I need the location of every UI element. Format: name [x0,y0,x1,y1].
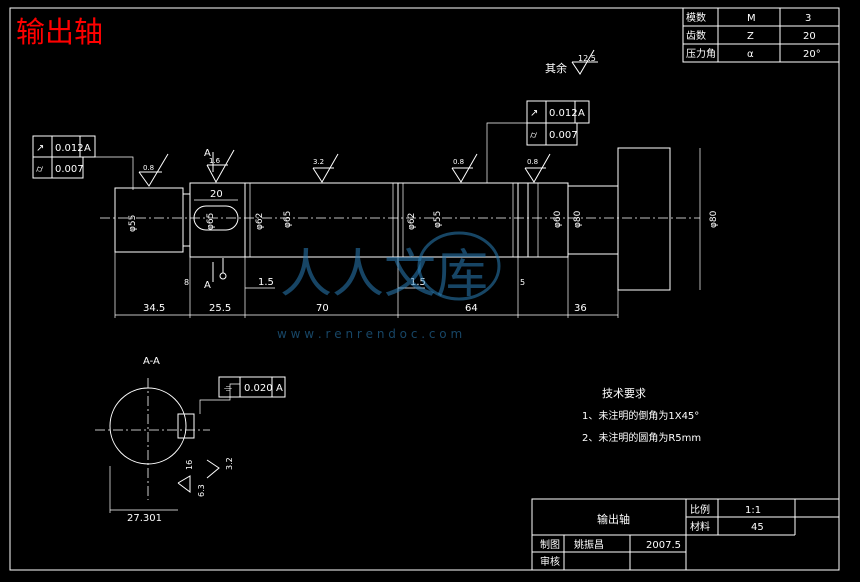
svg-text:0.020: 0.020 [244,383,273,394]
svg-text:φ65: φ65 [206,213,216,230]
svg-text:16: 16 [185,460,194,470]
svg-text:比例: 比例 [690,503,710,516]
tech-requirements: 技术要求 1、未注明的倒角为1X45° 2、未注明的圆角为R5mm [582,387,701,444]
svg-text:φ65: φ65 [283,211,293,228]
svg-text:64: 64 [465,303,478,314]
params-table: 模数 M 3 齿数 Z 20 压力角 α 20° [682,7,840,63]
svg-text:其余: 其余 [545,61,567,75]
svg-text:25.5: 25.5 [209,303,231,314]
title-block: 输出轴 比例 1:1 材料 45 制图 姚振昌 2007.5 审核 [531,498,840,571]
svg-text:⌭: ⌭ [36,164,44,175]
length-dimensions: 34.5 25.5 70 64 36 1.5 1.5 8 5 [114,252,619,318]
param-value: 20 [803,31,816,42]
drawing-border [9,7,840,571]
svg-text:1.5: 1.5 [258,277,274,288]
keyway-dimension: 20 [194,189,238,201]
param-symbol: α [747,49,754,60]
general-roughness: 其余 12.5 [545,49,598,75]
svg-text:5: 5 [520,278,525,287]
svg-text:φ80: φ80 [573,210,583,228]
svg-text:3.2: 3.2 [313,158,324,166]
svg-text:A-A: A-A [143,356,160,367]
svg-text:⌭: ⌭ [530,130,538,141]
svg-text:34.5: 34.5 [143,303,165,314]
section-view: A-A ⌯ 0.020 A 27.301 16 3.2 6.3 [95,356,286,524]
svg-text:0.012: 0.012 [549,108,578,119]
svg-text:0.8: 0.8 [527,158,538,166]
svg-text:材料: 材料 [690,520,710,533]
tolerance-frame-right: ↗ 0.012 A ⌭ 0.007 [486,100,590,183]
svg-text:0.8: 0.8 [453,158,464,166]
param-label: 齿数 [686,29,706,42]
svg-text:φ80: φ80 [709,210,719,228]
svg-text:φ55: φ55 [433,211,443,228]
svg-text:0.012: 0.012 [55,143,84,154]
param-label: 模数 [686,11,706,24]
part-name: 输出轴 [597,512,630,526]
tolerance-frame-left: ↗ 0.012 A ⌭ 0.007 [32,135,134,190]
svg-text:0.007: 0.007 [55,164,84,175]
svg-text:技术要求: 技术要求 [602,387,646,400]
svg-text:1、未注明的倒角为1X45°: 1、未注明的倒角为1X45° [582,409,699,422]
diameter-labels: φ55 φ65 φ62 φ65 φ62 φ55 φ60 φ80 φ80 [128,148,719,290]
watermark: 人人文库 w w w . r e n r e n d o c . c o m [277,231,501,341]
svg-text:⌯: ⌯ [224,383,232,394]
shaft-profile [100,147,700,291]
svg-text:φ62: φ62 [255,213,265,230]
roughness-marks: 0.8 1.6 3.2 0.8 0.8 [138,149,551,187]
svg-text:w w w . r e n r e n d o c . c: w w w . r e n r e n d o c . c o m [277,327,462,341]
svg-text:人人文库: 人人文库 [280,245,488,305]
svg-text:70: 70 [316,303,329,314]
svg-text:A: A [204,148,211,159]
svg-text:A: A [276,383,283,394]
svg-text:姚振昌: 姚振昌 [574,538,604,551]
svg-text:12.5: 12.5 [578,54,596,63]
param-symbol: M [747,13,756,24]
svg-text:27.301: 27.301 [127,513,162,524]
svg-text:36: 36 [574,303,587,314]
svg-text:45: 45 [751,522,764,533]
svg-text:0.8: 0.8 [143,164,154,172]
svg-text:A: A [578,108,585,119]
param-value: 3 [805,13,811,24]
svg-text:2、未注明的圆角为R5mm: 2、未注明的圆角为R5mm [582,431,701,444]
svg-text:1.5: 1.5 [410,277,426,288]
svg-text:3.2: 3.2 [225,457,234,470]
svg-text:A: A [204,280,211,291]
svg-text:0.007: 0.007 [549,130,578,141]
svg-text:φ60: φ60 [553,210,563,228]
svg-text:1:1: 1:1 [745,505,761,516]
param-value: 20° [803,49,821,60]
svg-text:20: 20 [210,189,223,200]
svg-text:制图: 制图 [540,538,560,551]
param-symbol: Z [747,31,754,42]
svg-text:A: A [84,143,91,154]
svg-text:8: 8 [184,278,189,287]
svg-text:2007.5: 2007.5 [646,540,681,551]
drawing-title: 输出轴 [16,15,103,49]
svg-text:φ62: φ62 [407,213,417,230]
svg-text:φ55: φ55 [128,215,138,232]
svg-text:↗: ↗ [36,143,44,154]
param-label: 压力角 [686,47,716,60]
svg-text:6.3: 6.3 [197,484,206,497]
svg-text:1.6: 1.6 [209,157,221,165]
svg-text:↗: ↗ [530,108,538,119]
svg-text:审核: 审核 [540,555,560,568]
section-marker: A A [204,148,227,291]
